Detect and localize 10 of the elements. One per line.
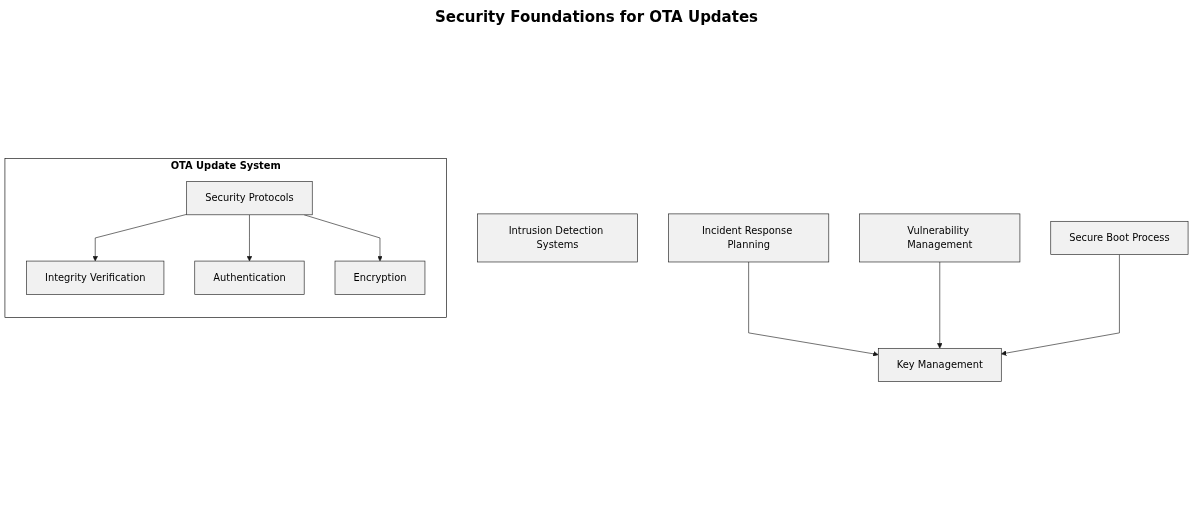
node-box: Incident Response Planning bbox=[668, 213, 830, 263]
node-box: Encryption bbox=[334, 260, 426, 295]
diagram-title: Security Foundations for OTA Updates bbox=[434, 8, 759, 26]
node-box: Security Protocols bbox=[186, 181, 313, 216]
node-box: Integrity Verification bbox=[26, 260, 165, 295]
node-box: Secure Boot Process bbox=[1050, 221, 1189, 255]
node-box: Vulnerability Management bbox=[859, 213, 1021, 263]
node-box: Authentication bbox=[194, 260, 305, 295]
node-box: Intrusion Detection Systems bbox=[477, 213, 638, 263]
node-box: Key Management bbox=[877, 348, 1002, 382]
